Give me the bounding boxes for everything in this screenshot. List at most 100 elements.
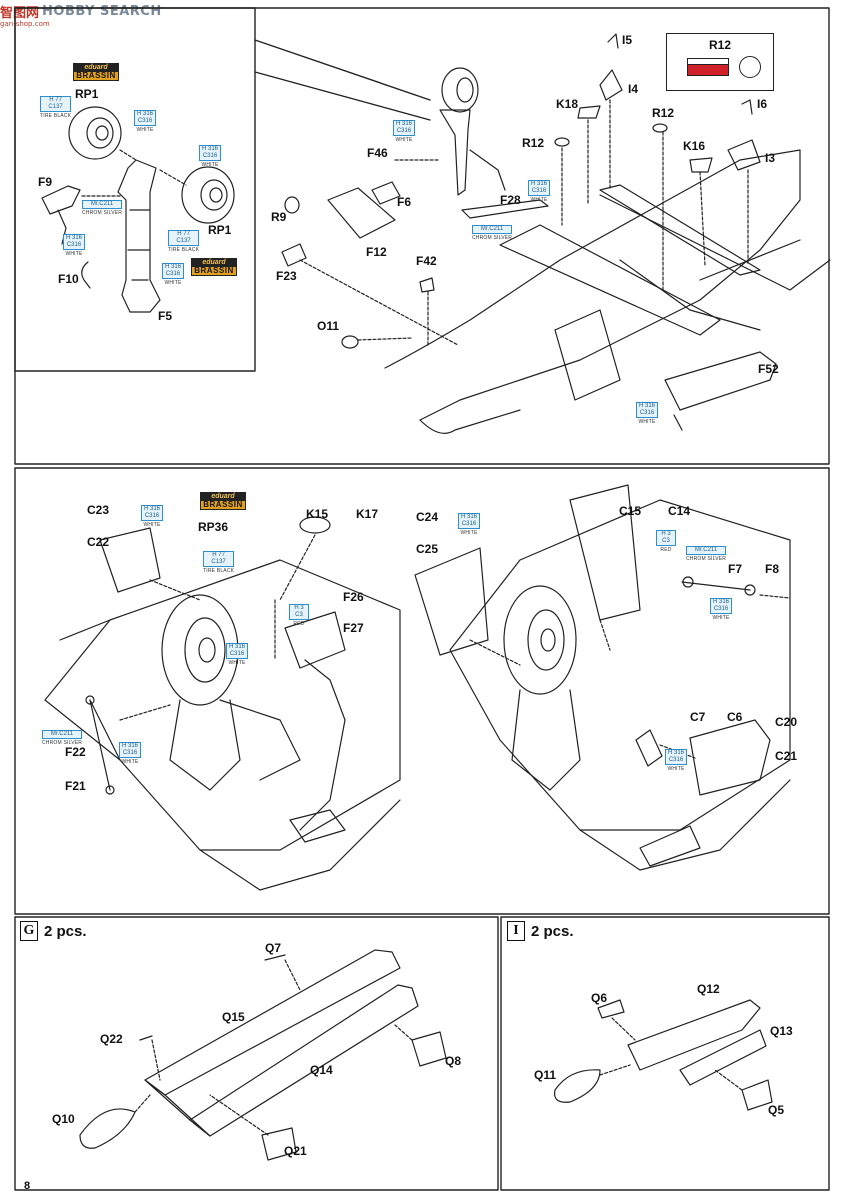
part-label: C22 — [87, 535, 110, 549]
part-label: C23 — [87, 503, 110, 517]
part-label: I6 — [757, 97, 768, 111]
paint-name: WHITE — [201, 162, 219, 168]
part-label: F42 — [416, 254, 437, 268]
watermark: 智图网 HOBBY SEARCH gan-shop.com — [0, 0, 162, 29]
part-label: F7 — [728, 562, 743, 576]
part-label: F27 — [343, 621, 364, 635]
paint-code: Mr.C211 — [472, 225, 513, 234]
part-label: Q11 — [534, 1068, 557, 1082]
paint-name: WHITE — [164, 280, 182, 286]
brassin-top: eduard — [74, 64, 118, 72]
part-label: Q6 — [591, 991, 608, 1005]
part-label: F10 — [58, 272, 79, 286]
part-label: Q22 — [100, 1032, 123, 1046]
paint-code: Mr.C211 — [82, 200, 123, 209]
part-label: F21 — [65, 779, 86, 793]
brassin-bottom: BRASSIN — [76, 71, 116, 80]
part-label: Q21 — [284, 1144, 307, 1158]
part-label: RP36 — [198, 520, 229, 534]
part-label: F9 — [38, 175, 53, 189]
part-label: I5 — [622, 33, 633, 47]
part-label: Q10 — [52, 1112, 75, 1126]
part-label: RP1 — [208, 223, 232, 237]
part-label: R12 — [522, 136, 545, 150]
brassin-bottom: BRASSIN — [194, 266, 234, 275]
part-label: F26 — [343, 590, 364, 604]
part-label: K15 — [306, 507, 329, 521]
panelG-count: 2 pcs. — [44, 922, 87, 940]
r12-decal-box: R12 — [666, 33, 774, 91]
panelG-symbol: G — [20, 921, 38, 941]
part-label: C7 — [690, 710, 706, 724]
panelI-pylon — [553, 999, 773, 1111]
part-label: F22 — [65, 745, 86, 759]
part-label: C25 — [416, 542, 439, 556]
part-label: C15 — [619, 504, 642, 518]
watermark-url: gan-shop.com — [0, 20, 50, 28]
part-label: Q8 — [445, 1054, 462, 1068]
part-label: Q15 — [222, 1010, 245, 1024]
panel1-fuselage — [281, 33, 831, 434]
brassin-top: eduard — [201, 493, 245, 501]
brassin-bottom: BRASSIN — [203, 500, 243, 509]
paint-code: Mr.C211 — [42, 730, 83, 739]
part-label: F52 — [758, 362, 779, 376]
part-label: O11 — [317, 319, 340, 333]
panelG-pylon — [79, 949, 447, 1161]
r12-box-label: R12 — [708, 38, 731, 52]
panel3-gear-bay — [414, 484, 791, 871]
paint-name: WHITE — [136, 127, 154, 133]
part-label: F8 — [765, 562, 780, 576]
part-label: C14 — [668, 504, 691, 518]
part-label: Q12 — [697, 982, 720, 996]
paint-name: CHROM SILVER — [472, 235, 513, 241]
paint-name: CHROM SILVER — [686, 556, 727, 562]
part-label: Q7 — [265, 941, 282, 955]
part-label: K17 — [356, 507, 379, 521]
part-label: F6 — [397, 195, 412, 209]
part-label: F12 — [366, 245, 387, 259]
part-label: R12 — [652, 106, 675, 120]
paint-name: RED — [293, 621, 305, 627]
part-label: F23 — [276, 269, 297, 283]
watermark-en: HOBBY SEARCH — [42, 3, 162, 19]
panelI-count: 2 pcs. — [531, 922, 574, 940]
paint-name: WHITE — [143, 522, 161, 528]
panelI-title: I 2 pcs. — [507, 921, 574, 941]
paint-name: WHITE — [395, 137, 413, 143]
r12-red-strip — [687, 64, 729, 76]
inset-main-gear — [41, 106, 235, 313]
paint-code: Mr.C211 — [686, 546, 727, 555]
part-label: F46 — [367, 146, 388, 160]
paint-name: CHROM SILVER — [82, 210, 123, 216]
part-label: F28 — [500, 193, 521, 207]
